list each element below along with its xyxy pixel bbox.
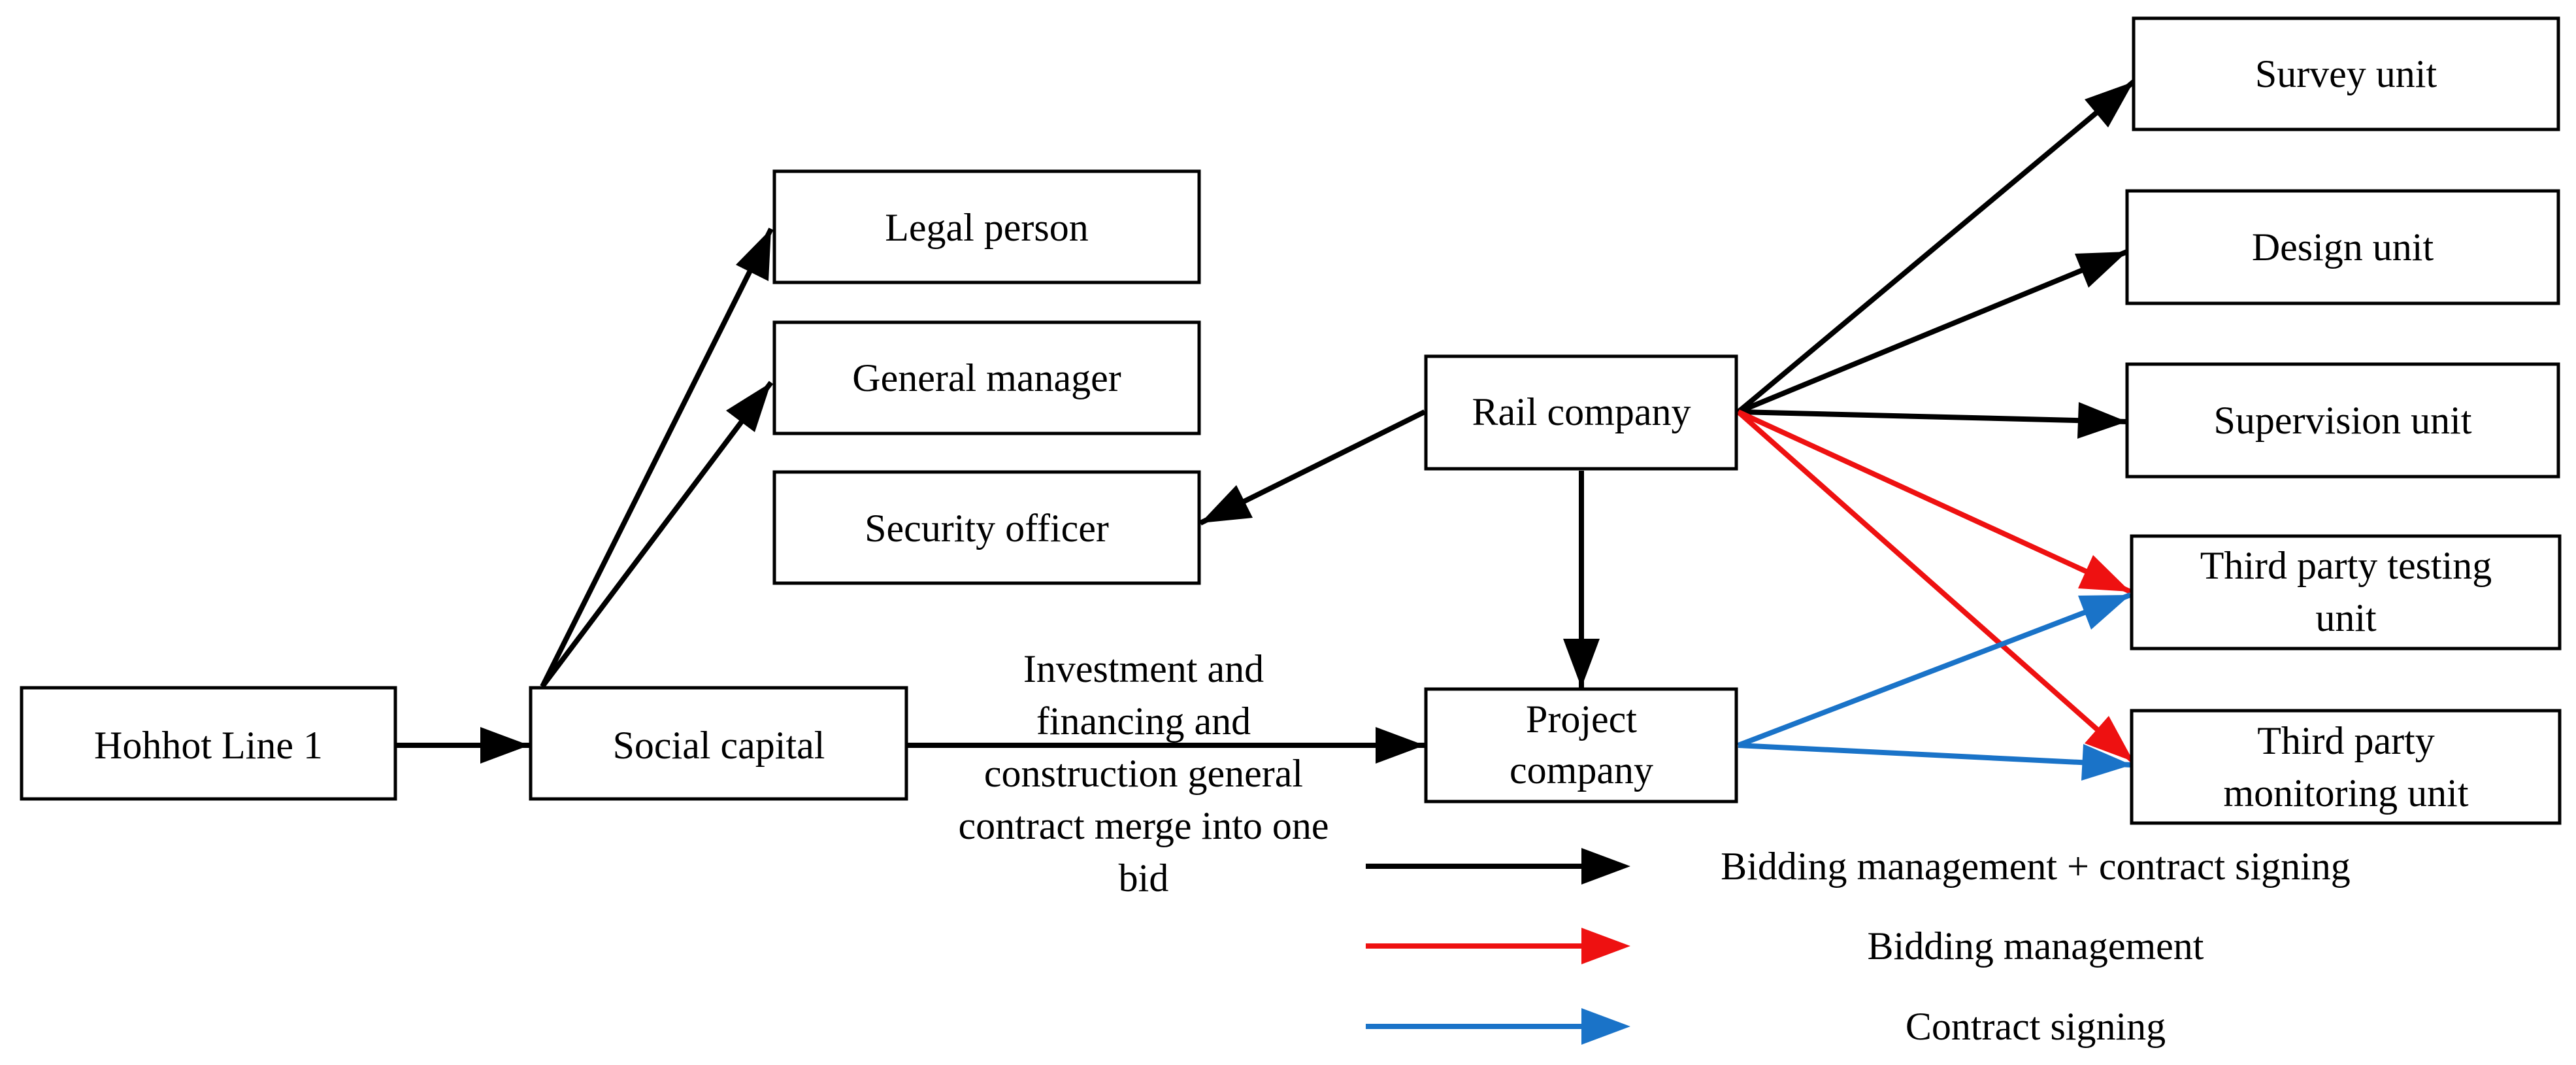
node-project-label-line-2: company — [1510, 749, 1653, 792]
legend-label-black: Bidding management + contract signing — [1721, 845, 2351, 888]
node-monitoring-label-line-1: Third party — [2257, 719, 2435, 762]
edge-note-line-5: bid — [1119, 856, 1169, 900]
edge-rail-to-testing — [1737, 409, 2132, 594]
node-testing-label-line-1: Third party testing — [2200, 544, 2492, 587]
edge-rail-to-monitoring — [1736, 410, 2136, 764]
legend-arrowhead-blue — [1581, 1008, 1630, 1045]
arrowhead-project-down — [1563, 639, 1600, 688]
arrowhead-testing-blue — [2078, 595, 2130, 630]
edge-note-line-1: Investment and — [1023, 647, 1264, 690]
edge-project-to-testing — [1737, 592, 2132, 748]
node-rail-label: Rail company — [1472, 390, 1691, 433]
legend-item-red: Bidding management — [1366, 924, 2204, 968]
legend-arrowhead-red — [1581, 928, 1630, 964]
node-general-label: General manager — [852, 356, 1121, 399]
node-security-officer: Security officer — [772, 470, 1201, 585]
legend: Bidding management + contract signing Bi… — [1366, 845, 2351, 1048]
node-third-party-monitoring-unit: Third party monitoring unit — [2130, 709, 2562, 825]
node-legal-label: Legal person — [885, 206, 1089, 249]
node-security-label: Security officer — [865, 507, 1109, 550]
node-testing-label-line-2: unit — [2315, 596, 2377, 639]
edge-social-to-general — [540, 380, 774, 688]
edge-rail-to-supervision — [1738, 409, 2128, 424]
edge-note-line-3: construction general — [984, 752, 1303, 795]
node-survey-label: Survey unit — [2255, 52, 2437, 95]
arrowhead-monitoring-blue — [2081, 744, 2132, 781]
edge-social-to-legal — [540, 228, 774, 688]
arrowhead-monitoring-red — [2085, 716, 2134, 762]
arrowhead-testing-red — [2078, 555, 2130, 592]
edge-rail-to-survey — [1736, 79, 2136, 414]
node-supervision-unit: Supervision unit — [2125, 362, 2560, 479]
arrowhead-project — [1376, 727, 1425, 764]
edge-rail-to-design — [1737, 249, 2128, 414]
node-third-party-testing-unit: Third party testing unit — [2130, 534, 2562, 651]
node-social-capital: Social capital — [529, 686, 908, 801]
node-legal-person: Legal person — [772, 169, 1201, 284]
edge-note-line-4: contract merge into one — [958, 804, 1329, 847]
legend-item-black: Bidding management + contract signing — [1366, 845, 2351, 888]
edge-project-to-monitoring — [1738, 743, 2132, 768]
node-design-unit: Design unit — [2125, 189, 2560, 305]
node-social-label: Social capital — [613, 724, 825, 767]
edge-note: Investment and financing and constructio… — [958, 647, 1329, 900]
arrowhead-survey — [2085, 82, 2134, 127]
arrowhead-design — [2075, 252, 2127, 288]
node-monitoring-label-line-2: monitoring unit — [2224, 771, 2469, 815]
legend-label-blue: Contract signing — [1906, 1005, 2166, 1048]
arrowhead-general — [726, 382, 771, 432]
node-supervision-label: Supervision unit — [2213, 399, 2471, 442]
arrowhead-social — [480, 727, 529, 764]
node-rail-company: Rail company — [1424, 354, 1738, 471]
arrowhead-security — [1200, 485, 1253, 523]
legend-item-blue: Contract signing — [1366, 1005, 2166, 1048]
edges — [395, 79, 2136, 781]
arrowhead-legal — [736, 229, 771, 281]
legend-arrowhead-black — [1581, 848, 1630, 885]
edge-note-line-2: financing and — [1036, 700, 1251, 743]
node-hohhot-line-1: Hohhot Line 1 — [20, 686, 397, 801]
node-general-manager: General manager — [772, 320, 1201, 435]
legend-label-red: Bidding management — [1868, 924, 2204, 968]
node-project-label-line-1: Project — [1526, 698, 1637, 741]
node-project-company: Project company — [1424, 687, 1738, 803]
node-survey-unit: Survey unit — [2132, 16, 2560, 131]
node-design-label: Design unit — [2252, 226, 2434, 269]
node-hohhot-label: Hohhot Line 1 — [94, 724, 323, 767]
arrowhead-supervision — [2077, 402, 2127, 439]
